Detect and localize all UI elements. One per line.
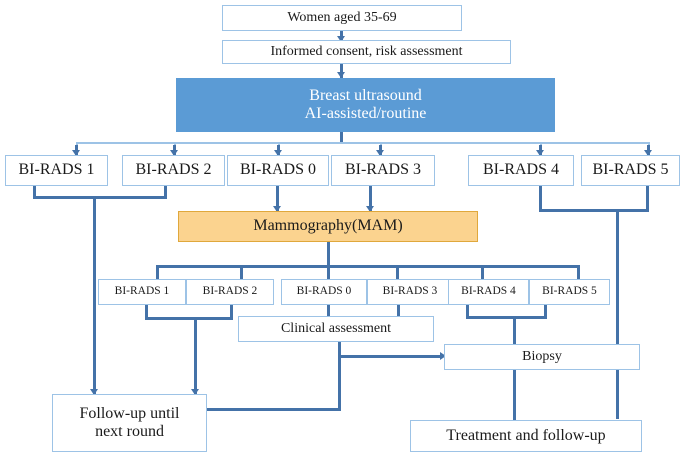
node-us-birads-0[interactable]: BI-RADS 0 xyxy=(227,155,329,186)
node-us-birads-3[interactable]: BI-RADS 3 xyxy=(331,155,435,186)
arrowhead-us3 xyxy=(376,150,384,156)
connector-consent-to-ultrasound xyxy=(340,63,343,78)
connector-clinical-to-biopsy xyxy=(338,355,442,358)
node-follow-up-line2: next round xyxy=(95,423,164,440)
arrowhead-consent xyxy=(337,36,345,42)
node-treatment-follow-up[interactable]: Treatment and follow-up xyxy=(410,420,642,452)
arrowhead-followup-from-mam12 xyxy=(191,389,199,395)
connector-us12-to-followup xyxy=(93,196,96,395)
node-mam-birads-2[interactable]: BI-RADS 2 xyxy=(186,279,274,305)
node-breast-ultrasound[interactable]: Breast ultrasound AI-assisted/routine xyxy=(176,78,555,132)
node-follow-up-line1: Follow-up until xyxy=(79,404,180,422)
connector-us12-merge-bar xyxy=(33,196,167,199)
connector-us45-to-biopsy xyxy=(616,209,619,419)
connector-mambus-drop-3 xyxy=(327,265,330,279)
node-us-birads-5[interactable]: BI-RADS 5 xyxy=(581,155,680,186)
connector-mam12-merge-bar xyxy=(145,317,233,320)
connector-clinical-to-followup xyxy=(203,408,341,411)
connector-mam0-to-clinical xyxy=(327,305,330,316)
node-mam-birads-5[interactable]: BI-RADS 5 xyxy=(529,279,610,305)
connector-mam45-to-biopsy xyxy=(513,316,516,344)
node-us-birads-4[interactable]: BI-RADS 4 xyxy=(468,155,574,186)
connector-ultrasound-bus xyxy=(76,142,650,144)
node-follow-up[interactable]: Follow-up until next round xyxy=(52,394,207,452)
node-mam-birads-1[interactable]: BI-RADS 1 xyxy=(98,279,186,305)
connector-mam2-down xyxy=(230,305,233,320)
node-clinical-assessment[interactable]: Clinical assessment xyxy=(238,316,434,342)
connector-mambus-drop-2 xyxy=(240,265,243,279)
connector-clinical-down xyxy=(338,340,341,358)
arrowhead-us0 xyxy=(274,150,282,156)
connector-us4-down xyxy=(539,186,542,212)
arrowhead-biopsy-from-clinical xyxy=(440,352,446,360)
node-breast-ultrasound-line1: Breast ultrasound xyxy=(309,86,422,104)
node-mammography[interactable]: Mammography(MAM) xyxy=(178,211,478,242)
arrowhead-us2 xyxy=(170,150,178,156)
connector-mambus-drop-6 xyxy=(577,265,580,279)
arrowhead-mam-from-us0 xyxy=(273,206,281,212)
connector-biopsy-to-treatment xyxy=(513,370,516,420)
connector-mambus-drop-5 xyxy=(481,265,484,279)
node-mam-birads-3[interactable]: BI-RADS 3 xyxy=(367,279,453,305)
arrowhead-us4 xyxy=(536,150,544,156)
node-us-birads-1[interactable]: BI-RADS 1 xyxy=(5,155,108,186)
arrowhead-ultrasound xyxy=(337,72,345,78)
connector-mam-stem xyxy=(327,241,330,267)
arrowhead-followup-from-us12 xyxy=(90,389,98,395)
arrowhead-mam-from-us3 xyxy=(366,206,374,212)
connector-us1-down xyxy=(33,186,36,198)
node-mam-birads-4[interactable]: BI-RADS 4 xyxy=(448,279,529,305)
connector-mam3-to-clinical xyxy=(397,305,400,316)
connector-mambus-drop-4 xyxy=(396,265,399,279)
connector-us5-down xyxy=(646,186,649,212)
connector-ultrasound-stem xyxy=(340,131,343,143)
connector-us45-merge-bar xyxy=(539,209,649,212)
arrowhead-us1 xyxy=(72,150,80,156)
node-biopsy[interactable]: Biopsy xyxy=(444,344,640,370)
node-breast-ultrasound-line2: AI-assisted/routine xyxy=(304,105,427,122)
connector-mam5-down xyxy=(544,305,547,319)
node-us-birads-2[interactable]: BI-RADS 2 xyxy=(122,155,225,186)
node-informed-consent[interactable]: Informed consent, risk assessment xyxy=(222,40,511,64)
connector-mam4-down xyxy=(466,305,469,319)
connector-us2-down xyxy=(164,186,167,198)
arrowhead-us5 xyxy=(644,150,652,156)
connector-mam12-to-followup xyxy=(194,317,197,395)
connector-us3-to-mam xyxy=(369,186,372,212)
connector-mam-bus xyxy=(156,265,580,268)
node-mam-birads-0[interactable]: BI-RADS 0 xyxy=(281,279,367,305)
node-women-aged[interactable]: Women aged 35-69 xyxy=(222,5,462,31)
connector-clinical-down-left xyxy=(338,355,341,411)
connector-us0-to-mam xyxy=(276,186,279,212)
connector-mambus-drop-1 xyxy=(156,265,159,279)
connector-mam45-merge-bar xyxy=(466,316,547,319)
connector-mam1-down xyxy=(145,305,148,320)
